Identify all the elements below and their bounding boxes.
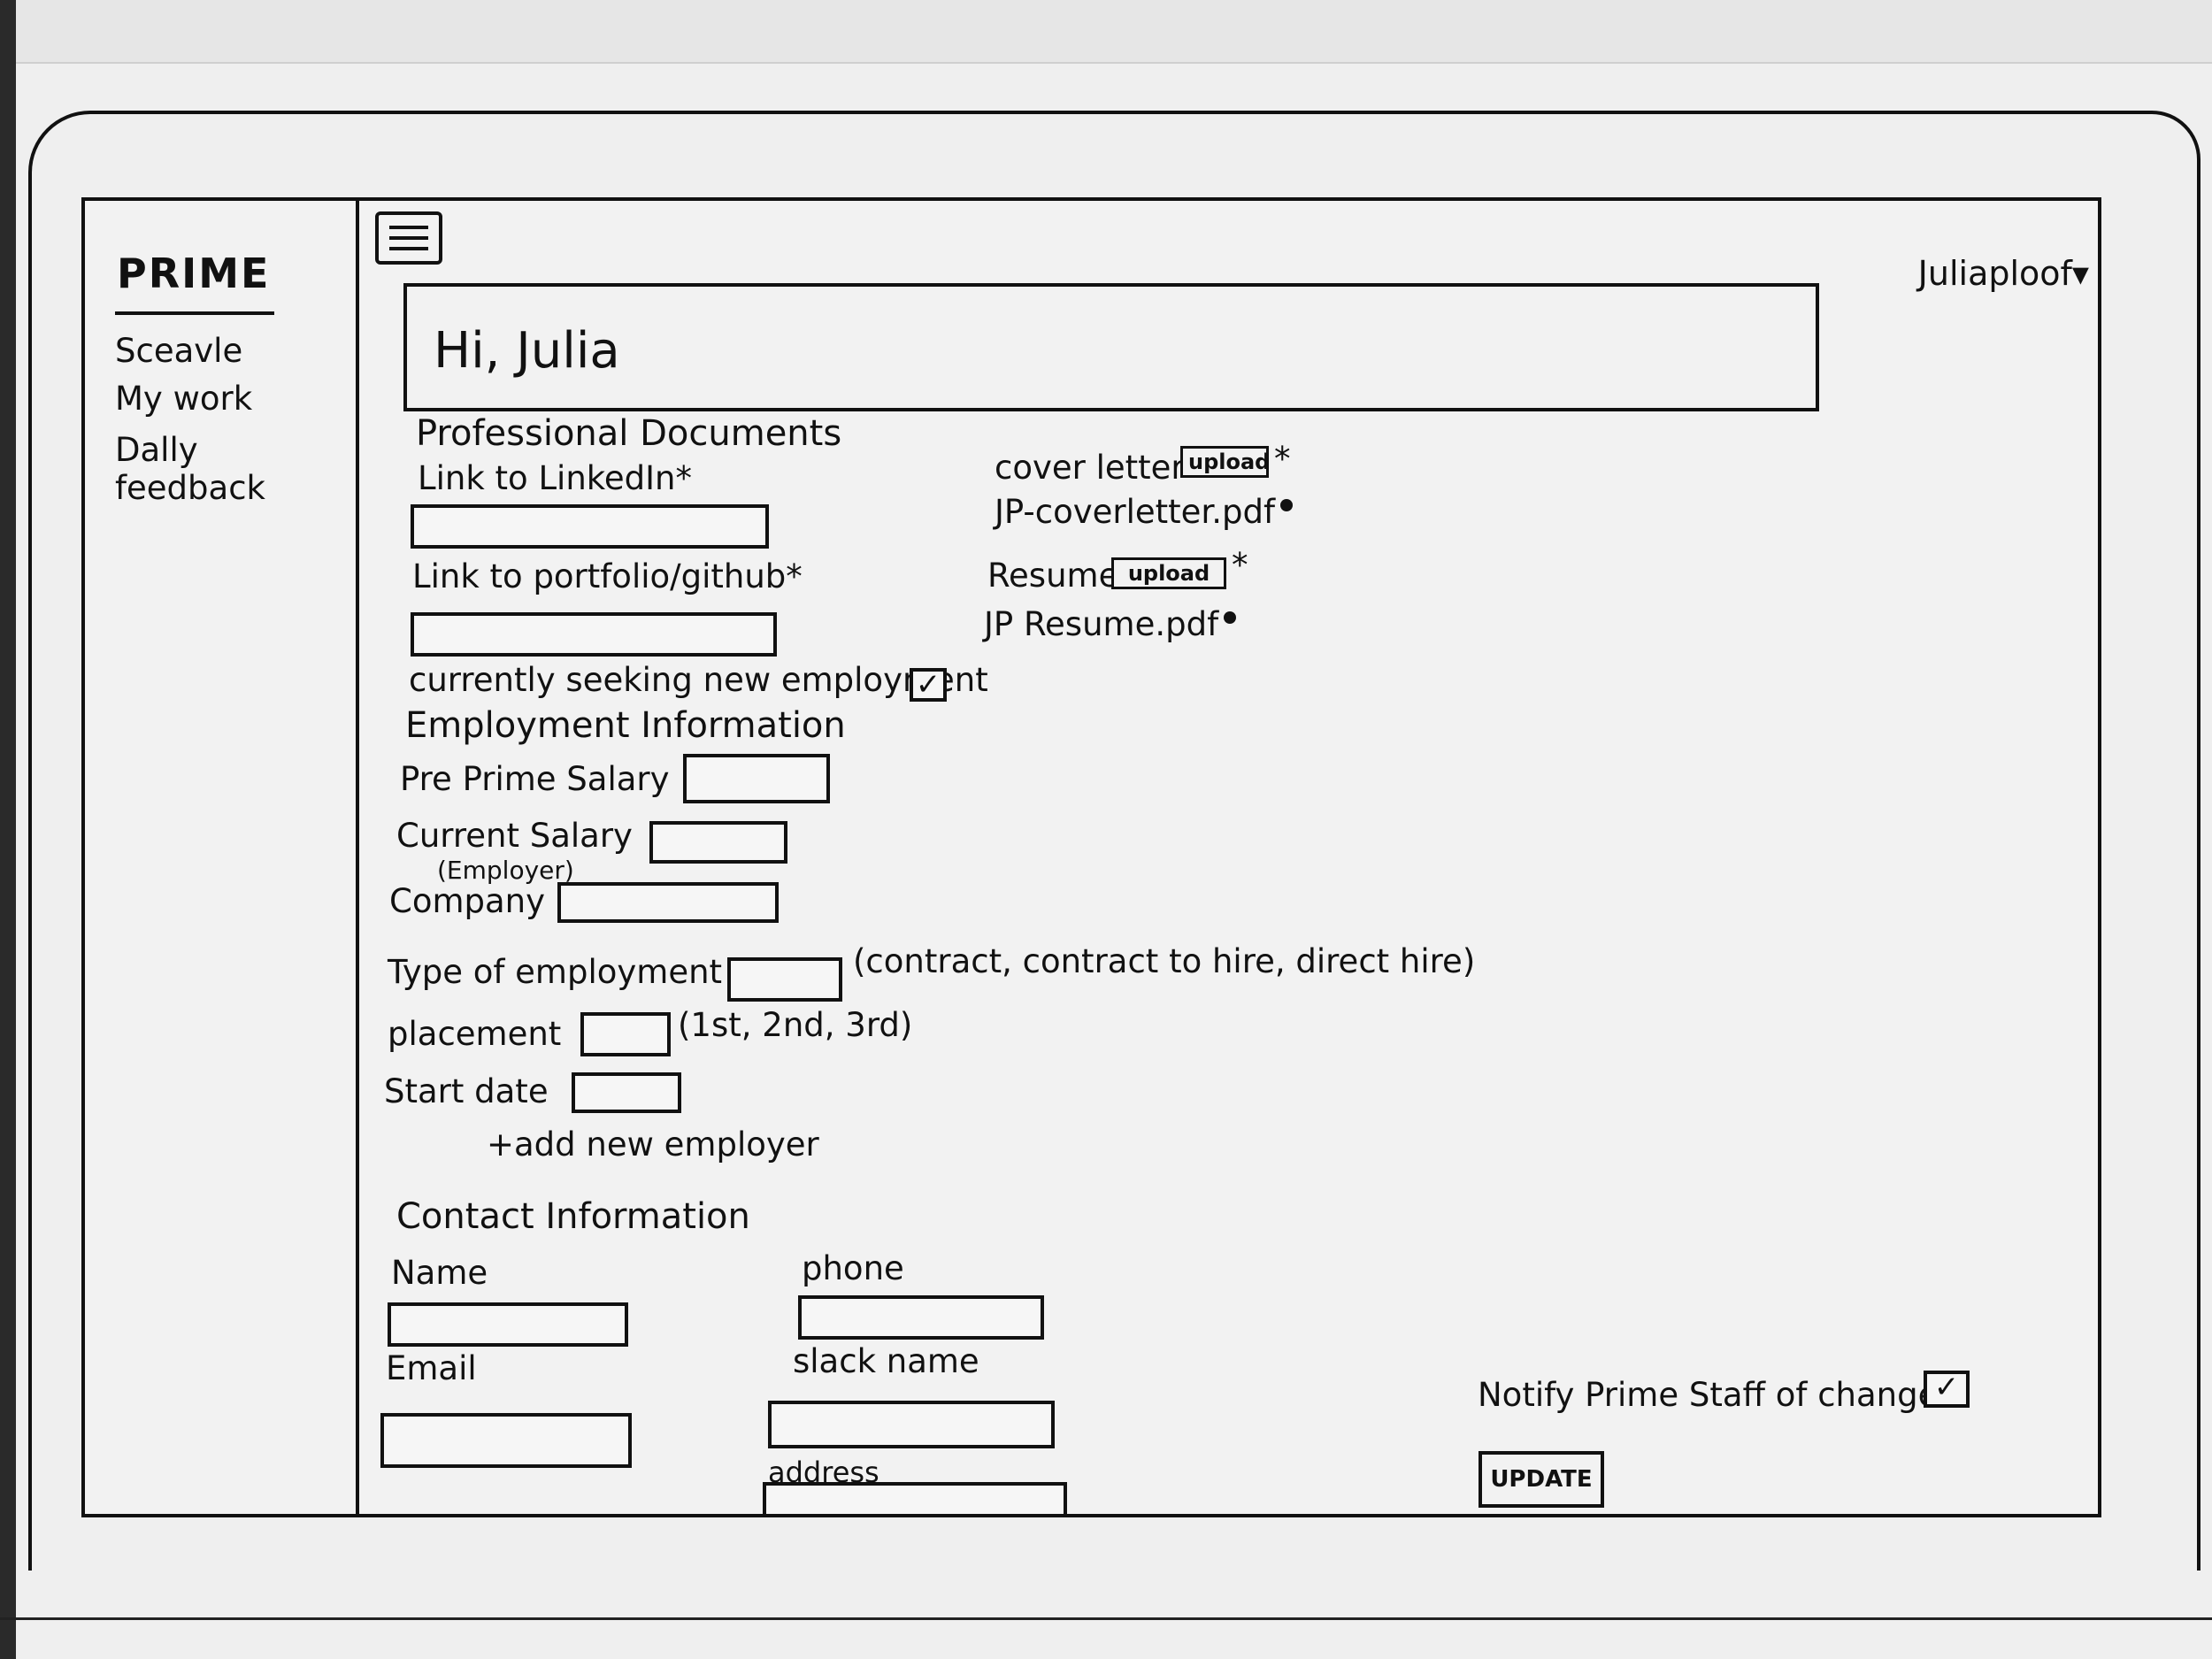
slack-name-input[interactable]	[768, 1401, 1055, 1448]
brand-logo: PRIME	[117, 250, 271, 297]
phone-label: phone	[802, 1249, 904, 1287]
resume-upload-button[interactable]: upload	[1111, 557, 1226, 589]
remove-file-icon[interactable]	[1280, 498, 1294, 511]
cover-letter-file-name: JP-coverletter.pdf	[995, 493, 1276, 531]
app-screen: PRIME Sceavle My work Dally feedback Jul…	[81, 197, 2101, 1517]
portfolio-label: Link to portfolio/github*	[412, 557, 803, 595]
resume-file-name: JP Resume.pdf	[984, 605, 1219, 643]
pre-prime-salary-label: Pre Prime Salary	[400, 760, 670, 798]
notify-staff-checkbox[interactable]: ✓	[1924, 1371, 1970, 1408]
greeting-banner: Hi, Julia	[403, 283, 1819, 411]
slack-name-label: slack name	[793, 1342, 979, 1380]
add-employer-link[interactable]: +add new employer	[487, 1125, 819, 1164]
greeting-text: Hi, Julia	[434, 322, 620, 380]
resume-label: Resume	[987, 557, 1119, 595]
brand-underline	[115, 311, 274, 315]
employment-type-label: Type of employment	[388, 953, 723, 991]
sidebar: PRIME Sceavle My work Dally feedback	[85, 201, 359, 1514]
address-input[interactable]	[763, 1482, 1067, 1514]
paper-dark-edge	[0, 0, 16, 1659]
menu-icon-bar	[389, 236, 428, 240]
device-frame	[28, 111, 2200, 1571]
company-label: Company	[389, 882, 546, 920]
resume-file-link[interactable]: JP Resume.pdf	[984, 605, 1237, 643]
cover-letter-required-mark: *	[1274, 440, 1291, 478]
seeking-employment-checkbox[interactable]: ✓	[910, 668, 947, 702]
cover-letter-label: cover letter	[995, 449, 1185, 487]
section-title-employment: Employment Information	[405, 705, 846, 746]
start-date-label: Start date	[384, 1072, 549, 1110]
name-input[interactable]	[388, 1302, 628, 1347]
user-menu[interactable]: Juliaploof▾	[1917, 254, 2089, 293]
placement-label: placement	[388, 1015, 562, 1053]
linkedin-input[interactable]	[411, 504, 769, 549]
email-input[interactable]	[380, 1413, 632, 1468]
company-input[interactable]	[557, 882, 779, 923]
portfolio-input[interactable]	[411, 612, 777, 657]
sidebar-item-my-work[interactable]: My work	[115, 380, 253, 418]
resume-required-mark: *	[1232, 546, 1248, 584]
pre-prime-salary-input[interactable]	[683, 754, 830, 803]
current-salary-label: Current Salary	[396, 817, 633, 855]
employment-type-input[interactable]	[727, 957, 842, 1002]
hamburger-menu-button[interactable]	[375, 211, 442, 265]
section-title-contact: Contact Information	[396, 1196, 750, 1237]
start-date-input[interactable]	[572, 1072, 681, 1113]
sidebar-item-schedule[interactable]: Sceavle	[115, 332, 243, 370]
update-button[interactable]: UPDATE	[1479, 1451, 1604, 1508]
menu-icon-bar	[389, 247, 428, 250]
seeking-employment-label: currently seeking new employment	[409, 661, 988, 699]
email-label: Email	[386, 1349, 477, 1387]
remove-file-icon[interactable]	[1224, 611, 1237, 624]
cover-letter-upload-button[interactable]: upload	[1180, 446, 1270, 478]
employment-type-hint: (contract, contract to hire, direct hire…	[853, 942, 1476, 980]
employer-note: (Employer)	[437, 856, 574, 885]
current-salary-input[interactable]	[649, 821, 787, 864]
placement-input[interactable]	[580, 1012, 671, 1056]
linkedin-label: Link to LinkedIn*	[418, 459, 693, 497]
paper-bottom-rule	[0, 1617, 2212, 1620]
menu-icon	[389, 226, 428, 229]
placement-hint: (1st, 2nd, 3rd)	[678, 1006, 913, 1044]
section-title-documents: Professional Documents	[416, 413, 842, 454]
notify-staff-label: Notify Prime Staff of changes	[1478, 1376, 1955, 1414]
name-label: Name	[391, 1254, 488, 1292]
phone-input[interactable]	[798, 1295, 1044, 1340]
sidebar-item-daily-feedback[interactable]: Dally feedback	[115, 431, 265, 507]
cover-letter-file-link[interactable]: JP-coverletter.pdf	[995, 493, 1294, 531]
main-content: Juliaploof▾ Hi, Julia Professional Docum…	[359, 201, 2098, 1514]
paper-top-strip	[0, 0, 2212, 64]
